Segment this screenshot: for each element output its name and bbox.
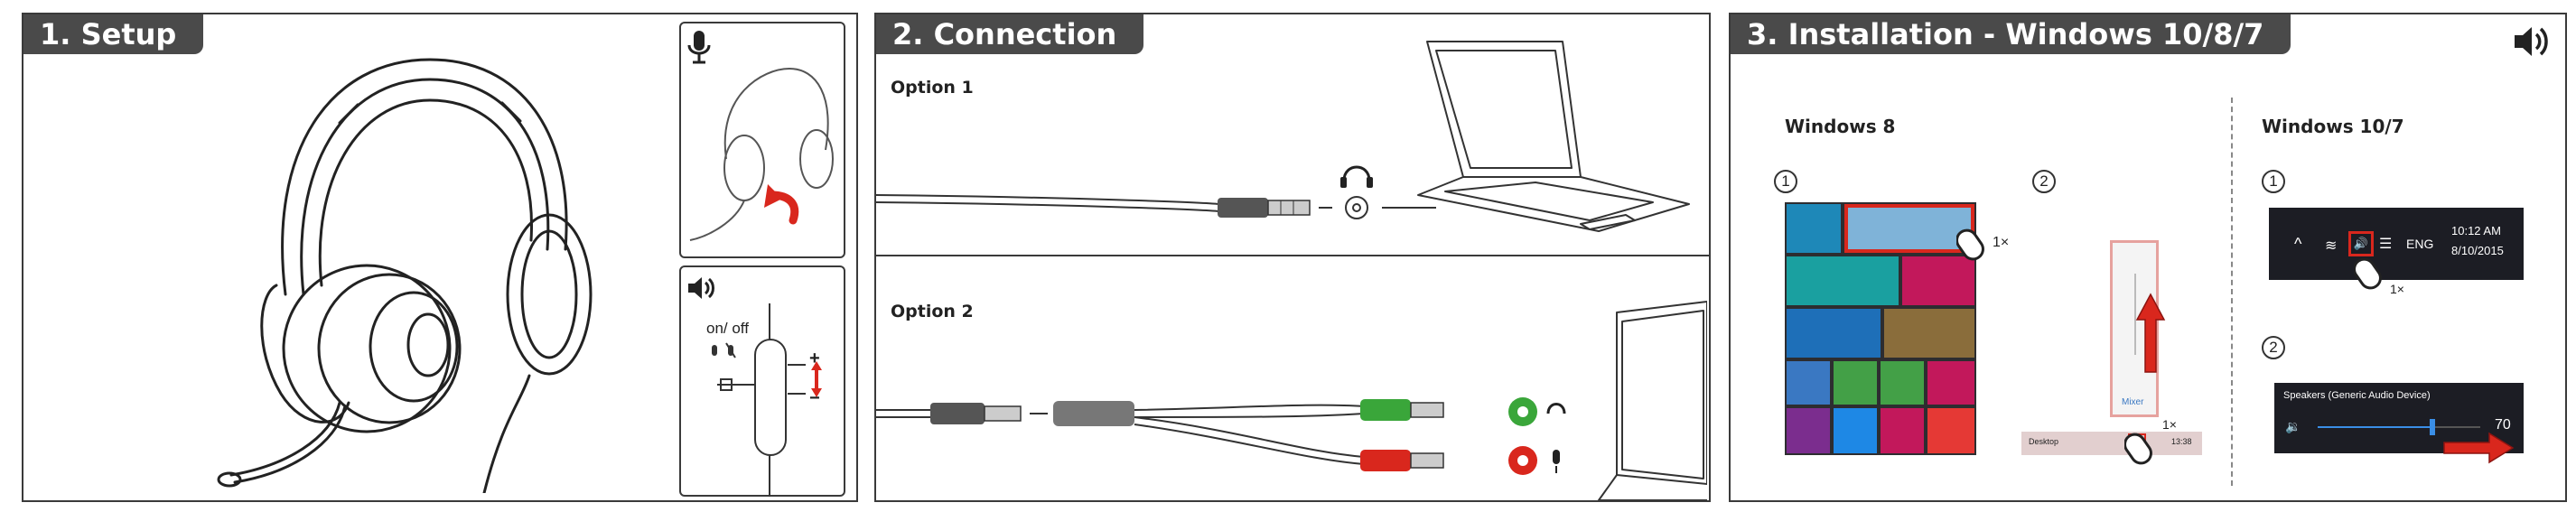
speaker-icon bbox=[686, 275, 717, 302]
win8-start-screen bbox=[1785, 202, 1976, 455]
volume-minus: − bbox=[809, 388, 820, 409]
mouse-cursor-icon bbox=[2124, 428, 2157, 470]
win10-device-name: Speakers (Generic Audio Device) bbox=[2283, 390, 2431, 401]
win8-taskbar: Desktop 13:38 bbox=[2021, 432, 2202, 455]
start-tile bbox=[1881, 408, 1924, 453]
setup-title: 1. Setup bbox=[23, 14, 203, 54]
start-tile bbox=[1787, 408, 1830, 453]
option2-cable-illustration bbox=[876, 258, 1707, 500]
headset-illustration bbox=[204, 23, 638, 493]
win10-time[interactable]: 10:12 AM bbox=[2451, 224, 2501, 237]
speaker-icon bbox=[2513, 23, 2553, 60]
start-tile bbox=[1787, 361, 1830, 405]
start-tile bbox=[1834, 361, 1877, 405]
win10-taskbar: ^ ≋ 🔊 ☰ ENG 10:12 AM 8/10/2015 bbox=[2269, 208, 2524, 280]
win8-taskbar-label: Desktop bbox=[2029, 437, 2058, 446]
start-tile bbox=[1881, 361, 1924, 405]
win8-taskbar-time: 13:38 bbox=[2171, 437, 2192, 446]
start-tile bbox=[1834, 408, 1877, 453]
win10-step2-marker: 2 bbox=[2262, 336, 2285, 359]
installation-divider bbox=[2231, 98, 2233, 486]
win10-heading: Windows 10/7 bbox=[2262, 116, 2404, 137]
notification-icon[interactable]: ☰ bbox=[2379, 235, 2392, 253]
arrow-up-icon bbox=[2135, 293, 2166, 374]
setup-panel: 1. Setup bbox=[22, 13, 858, 502]
installation-title: 3. Installation - Windows 10/8/7 bbox=[1731, 14, 2291, 54]
mouse-cursor-icon bbox=[2354, 253, 2386, 294]
start-tile bbox=[1787, 204, 1841, 253]
connection-divider bbox=[876, 255, 1709, 256]
win8-heading: Windows 8 bbox=[1785, 116, 1895, 137]
win10-volume-fill bbox=[2318, 426, 2431, 428]
win8-tray-click-count: 1× bbox=[2162, 417, 2177, 432]
installation-panel: 3. Installation - Windows 10/8/7 Windows… bbox=[1729, 13, 2567, 502]
win10-date[interactable]: 8/10/2015 bbox=[2451, 244, 2504, 257]
wifi-icon[interactable]: ≋ bbox=[2325, 237, 2337, 255]
win8-step2-marker: 2 bbox=[2032, 170, 2056, 193]
win10-volume-thumb[interactable] bbox=[2430, 419, 2435, 435]
win10-click-count: 1× bbox=[2390, 282, 2404, 296]
win8-click-count: 1× bbox=[1993, 235, 2009, 251]
start-tile bbox=[1884, 309, 1974, 358]
mic-adjust-illustration bbox=[681, 60, 844, 258]
volume-plus: + bbox=[809, 349, 820, 369]
start-tile bbox=[1787, 309, 1881, 358]
win10-lang[interactable]: ENG bbox=[2406, 237, 2433, 251]
speaker-icon[interactable]: 🔉 bbox=[2285, 419, 2301, 434]
option1-cable-illustration bbox=[876, 23, 1707, 258]
win8-step1-marker: 1 bbox=[1774, 170, 1797, 193]
start-tile bbox=[1787, 256, 1899, 305]
mic-position-box bbox=[679, 22, 845, 258]
volume-control-box: on/ off + − bbox=[679, 265, 845, 497]
arrow-right-icon bbox=[2442, 432, 2515, 464]
start-tile bbox=[1927, 361, 1974, 405]
chevron-up-icon[interactable]: ^ bbox=[2294, 235, 2301, 254]
start-tile-desktop[interactable] bbox=[1844, 204, 1974, 253]
win8-mixer-label[interactable]: Mixer bbox=[2122, 397, 2143, 407]
mouse-cursor-icon bbox=[1956, 224, 1989, 265]
win10-step1-marker: 1 bbox=[2262, 170, 2285, 193]
connection-panel: 2. Connection Option 1 Option 2 bbox=[874, 13, 1711, 502]
start-tile bbox=[1927, 408, 1974, 453]
